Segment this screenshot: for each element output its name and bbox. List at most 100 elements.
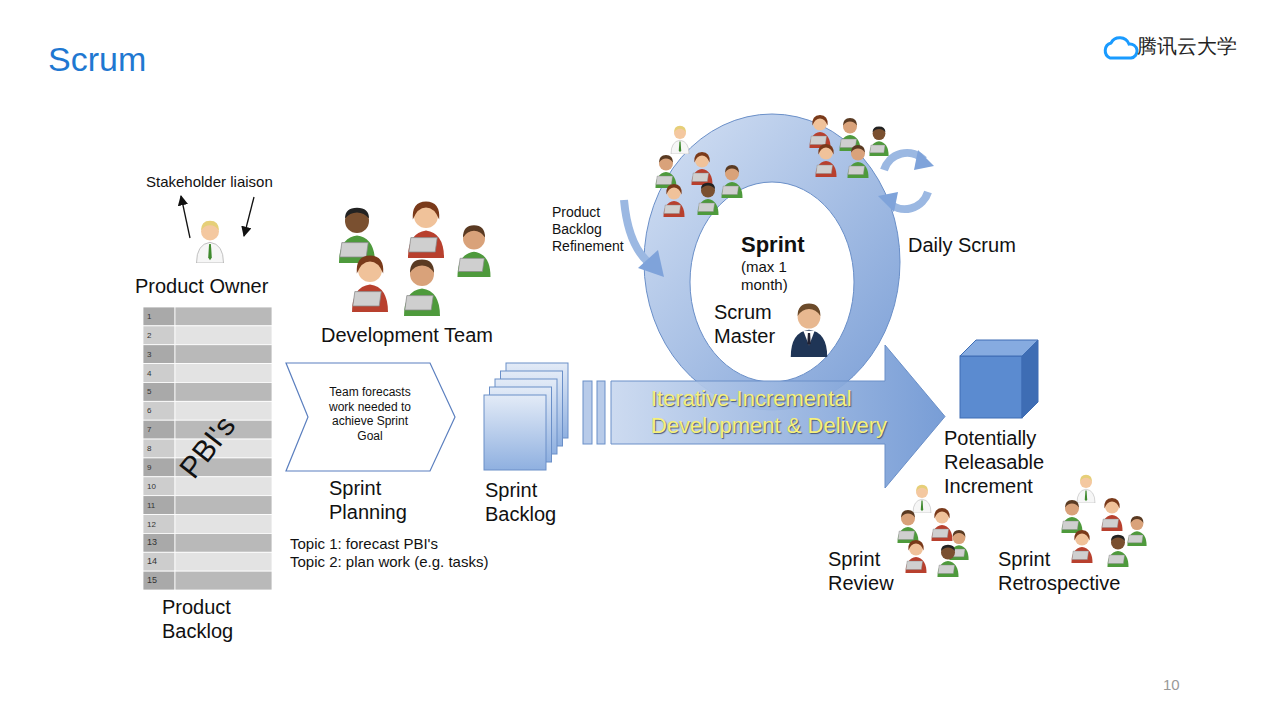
row-number: 2	[147, 331, 151, 340]
node-shape	[960, 340, 1038, 418]
row-number: 9	[147, 463, 151, 472]
label-slot: Topic 1: forecast PBI's	[290, 535, 438, 552]
title-slot: Scrum	[48, 40, 146, 79]
flow-bar	[583, 381, 592, 444]
text-slot: Team forecasts work needed to achieve Sp…	[322, 385, 418, 443]
row-number: 6	[147, 406, 151, 415]
development-arrow: Iterative-Incremental Development & Deli…	[611, 345, 945, 488]
sprint-title: Sprint	[741, 232, 841, 258]
sprint: Sprint(max 1 month) Scrum Master	[700, 215, 850, 365]
cube-outline	[960, 340, 1038, 418]
label-slot: 10	[147, 482, 156, 491]
event-name: Daily Scrum	[908, 234, 1016, 257]
liaison-arrow	[181, 196, 190, 238]
row-number: 15	[147, 575, 157, 585]
label-slot: 5	[147, 387, 151, 396]
chevron-outline	[286, 363, 455, 471]
node-heading: Product Backlog	[162, 595, 262, 643]
text-slot: Sprint	[741, 232, 841, 258]
row-number: 4	[147, 369, 151, 378]
text-slot: Potentially Releasable Increment	[944, 426, 1064, 498]
node-heading: Potentially Releasable Increment	[944, 426, 1064, 498]
row-number: 1	[147, 312, 151, 321]
daily-scrum-figures	[810, 115, 889, 178]
text-slot: (max 1 month)	[741, 258, 803, 294]
page-number: 10	[1163, 676, 1180, 693]
label-slot: 12	[147, 520, 156, 529]
label-slot: 3	[147, 350, 151, 359]
logo-cloud	[1105, 38, 1137, 58]
label-slot: 10	[1163, 676, 1180, 693]
node-shape	[484, 363, 568, 470]
label-slot: 13	[147, 537, 157, 547]
product-owner-figure	[197, 221, 224, 263]
label-slot: 7	[147, 425, 151, 434]
row-number: 7	[147, 425, 151, 434]
role-name: Scrum Master	[714, 300, 784, 348]
label-slot: 14	[147, 556, 157, 566]
text-slot: Scrum Master	[714, 300, 784, 348]
label-slot: 1	[147, 312, 151, 321]
liaison-arrow	[244, 197, 254, 236]
label-slot: Daily Scrum	[908, 234, 1016, 257]
label-slot: Sprint Review	[828, 547, 908, 595]
role-name: Product Owner	[135, 275, 268, 298]
label-slot: 8	[147, 444, 151, 453]
row-number: 3	[147, 350, 151, 359]
label-slot: Product Backlog Refinement	[552, 204, 642, 255]
row-number: 12	[147, 520, 156, 529]
sprint-backlog: Sprint Backlog	[484, 363, 568, 470]
sprint-planning: Team forecasts work needed to achieve Sp…	[286, 363, 455, 471]
label-slot: 11	[147, 501, 155, 510]
review-figures	[898, 485, 969, 577]
label-slot: 4	[147, 369, 151, 378]
row-number: 13	[147, 537, 157, 547]
text-slot: Sprint Planning	[329, 476, 429, 524]
node-heading: Sprint Planning	[329, 476, 429, 524]
label-slot: Sprint Retrospective	[998, 547, 1148, 595]
event-name: Product Backlog Refinement	[552, 204, 642, 255]
row-number: 10	[147, 482, 156, 491]
event-name: Sprint Retrospective	[998, 547, 1148, 595]
arrow-label: Iterative-Incremental Development & Deli…	[651, 385, 913, 439]
development-team-figures	[339, 202, 491, 316]
table-outline	[143, 307, 272, 590]
daily-scrum-arrowhead	[914, 150, 934, 170]
row-number: 5	[147, 387, 151, 396]
product-backlog: PBI'sProduct Backlog	[143, 307, 272, 590]
event-name: Sprint Review	[828, 547, 908, 595]
role-note: Stakeholder liaison	[146, 173, 273, 190]
refinement-arrowhead	[638, 250, 664, 277]
pages-outline	[484, 363, 568, 470]
label-slot: 6	[147, 406, 151, 415]
row-number: 14	[147, 556, 157, 566]
label-slot: 9	[147, 463, 151, 472]
text-slot: Sprint Backlog	[485, 478, 585, 526]
row-number: 8	[147, 444, 151, 453]
planning-note: Team forecasts work needed to achieve Sp…	[322, 385, 418, 443]
row-number: 11	[147, 501, 155, 510]
scrum-master-figure	[791, 303, 827, 357]
label-slot: 腾讯云大学	[1137, 35, 1237, 58]
role-name: Development Team	[321, 324, 493, 347]
label-slot: Development Team	[321, 324, 493, 347]
increment-cube: Potentially Releasable Increment	[960, 340, 1038, 418]
daily-scrum-arrowhead	[878, 192, 898, 212]
planning-topic: Topic 1: forecast PBI's	[290, 535, 438, 552]
node-heading: Sprint Backlog	[485, 478, 585, 526]
label-slot: 2	[147, 331, 151, 340]
flow-bar	[597, 381, 605, 444]
sprint-duration: (max 1 month)	[741, 258, 803, 294]
sprint-cycle	[644, 114, 900, 410]
text-slot: PBI's	[143, 429, 272, 465]
label-slot: Product Owner	[135, 275, 268, 298]
refinement-arrow	[624, 200, 648, 262]
text-slot: Iterative-Incremental Development & Deli…	[651, 385, 913, 439]
text-slot: Product Backlog	[162, 595, 262, 643]
slide-title: Scrum	[48, 40, 146, 79]
logo-text: 腾讯云大学	[1137, 35, 1237, 58]
retrospective-figures	[1062, 475, 1147, 567]
refinement-figures	[656, 126, 743, 217]
bigarrow-outline	[611, 345, 945, 488]
